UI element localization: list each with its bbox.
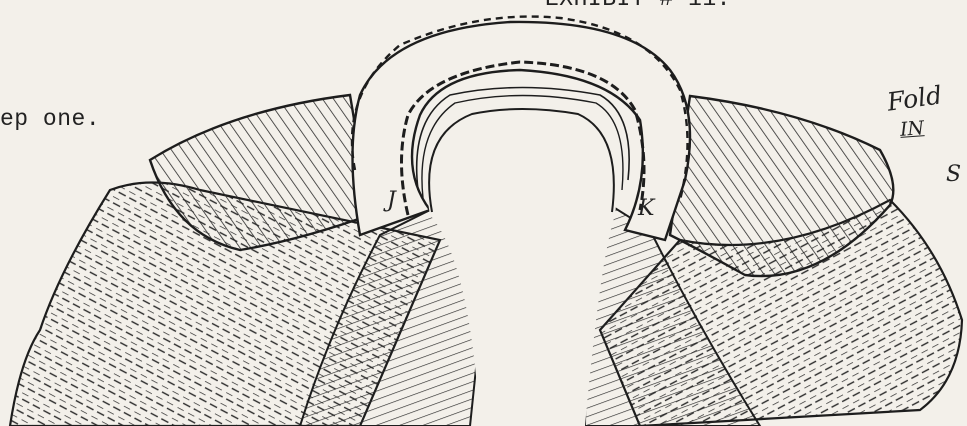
step-caption: ep one. <box>0 106 100 132</box>
exhibit-label: EXHIBIT # 11. <box>545 0 731 12</box>
fold-note-line2: IN <box>899 117 925 141</box>
point-j-label: J <box>387 188 396 213</box>
fold-note-line3: S <box>946 162 961 187</box>
point-k-label: K <box>638 196 654 221</box>
